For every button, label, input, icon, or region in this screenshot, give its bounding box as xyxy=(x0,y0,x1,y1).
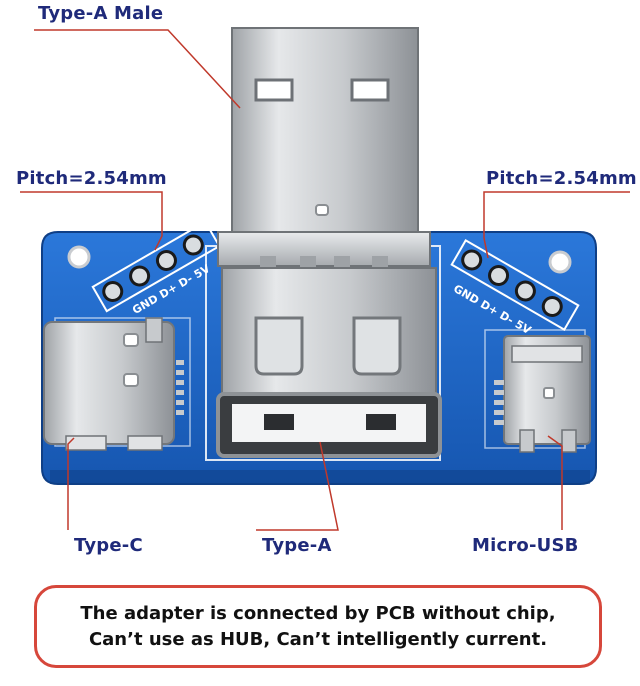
label-micro-usb: Micro-USB xyxy=(472,535,579,556)
notice-line-1: The adapter is connected by PCB without … xyxy=(80,602,556,624)
type-c-receptacle xyxy=(43,317,184,451)
leader-type-a xyxy=(256,441,339,531)
leader-type-c xyxy=(67,437,75,530)
leader-type-a-male xyxy=(34,29,241,109)
micro-usb-receptacle xyxy=(494,335,591,453)
type-a-male-plug xyxy=(217,27,431,270)
label-type-a-male: Type-A Male xyxy=(38,3,164,24)
label-type-a: Type-A xyxy=(262,535,332,556)
leader-micro-usb xyxy=(547,435,563,530)
label-pitch-left: Pitch=2.54mm xyxy=(16,168,167,189)
notice-line-2: Can’t use as HUB, Can’t intelligently cu… xyxy=(88,628,548,650)
notice-box: The adapter is connected by PCB without … xyxy=(34,585,602,668)
label-type-c: Type-C xyxy=(74,535,143,556)
leader-pitch-right xyxy=(483,191,630,259)
type-a-female-receptacle xyxy=(216,267,442,458)
label-pitch-right: Pitch=2.54mm xyxy=(486,168,637,189)
leader-lines xyxy=(20,29,630,531)
leader-pitch-left xyxy=(20,191,163,251)
